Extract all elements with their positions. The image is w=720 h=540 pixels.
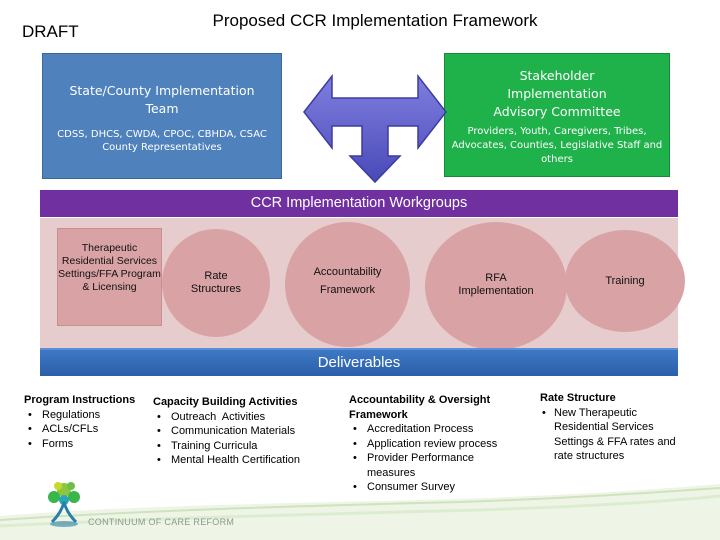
list-item: Application review process (353, 437, 529, 452)
deliverable-column-capacity-building: Capacity Building Activities Outreach Ac… (153, 395, 333, 468)
stakeholder-sub-line1: Providers, Youth, Caregivers, Tribes, (467, 126, 647, 137)
workgroups-bar: CCR Implementation Workgroups (40, 190, 678, 217)
stakeholder-title-line3: Advisory Committee (493, 104, 621, 119)
stakeholder-sub-line3: others (541, 154, 573, 165)
list-item: Training Curricula (157, 439, 333, 454)
list-item: Regulations (28, 408, 154, 423)
deliverable-column-rate-structure: Rate Structure New Therapeutic Residenti… (540, 391, 710, 464)
state-team-title-line1: State/County Implementation (69, 83, 255, 98)
deliverable-column-program-instructions: Program Instructions Regulations ACLs/CF… (24, 393, 154, 451)
state-team-sub-line1: CDSS, DHCS, CWDA, CPOC, CBHDA, CSAC (57, 129, 267, 140)
workgroup-label: RFA Implementation (458, 272, 534, 297)
stakeholder-committee-box: Stakeholder Implementation Advisory Comm… (444, 53, 670, 177)
list-item: Accreditation Process (353, 422, 529, 437)
list-item: Outreach Activities (157, 410, 333, 425)
deliverables-bar: Deliverables (40, 348, 678, 376)
column-heading: Capacity Building Activities (153, 396, 298, 408)
list-item: Mental Health Certification (157, 453, 333, 468)
column-heading: Accountability & Oversight Framework (349, 394, 491, 421)
list-item: ACLs/CFLs (28, 422, 154, 437)
state-team-title-line2: Team (145, 101, 179, 116)
workgroup-label: Therapeutic Residential Services Setting… (58, 242, 161, 293)
workgroup-accountability-framework: Accountability Framework (285, 222, 410, 347)
workgroup-training: Training (565, 230, 685, 332)
deliverable-column-accountability-oversight: Accountability & Oversight Framework Acc… (349, 393, 529, 495)
workgroup-rfa-implementation: RFA Implementation (425, 222, 567, 350)
list-item: Consumer Survey (353, 480, 529, 495)
stakeholder-title-line1: Stakeholder (519, 68, 595, 83)
page-title: Proposed CCR Implementation Framework (212, 11, 538, 30)
draft-label: DRAFT (22, 22, 79, 41)
state-team-sub-line2: County Representatives (102, 142, 222, 153)
state-county-team-box: State/County Implementation Team CDSS, D… (42, 53, 282, 179)
list-item: Communication Materials (157, 424, 333, 439)
stakeholder-sub-line2: Advocates, Counties, Legislative Staff a… (451, 140, 663, 151)
workgroup-rate-structures: Rate Structures (162, 229, 270, 337)
workgroup-label: Accountability Framework (313, 266, 382, 296)
workgroup-label: Rate Structures (190, 270, 242, 295)
workgroup-therapeutic-residential: Therapeutic Residential Services Setting… (57, 228, 162, 326)
t-shaped-double-arrow-icon (303, 73, 447, 184)
workgroup-label: Training (605, 274, 645, 287)
tree-logo-icon (48, 482, 80, 527)
footer-band (0, 484, 720, 540)
list-item: Forms (28, 437, 154, 452)
footer-text: CONTINUUM OF CARE REFORM (88, 517, 235, 527)
column-heading: Program Instructions (24, 394, 136, 406)
stakeholder-title-line2: Implementation (507, 86, 607, 101)
list-item: New Therapeutic Residential Services Set… (542, 406, 684, 464)
list-item: Provider Performance measures (353, 451, 497, 480)
column-heading: Rate Structure (540, 392, 616, 404)
